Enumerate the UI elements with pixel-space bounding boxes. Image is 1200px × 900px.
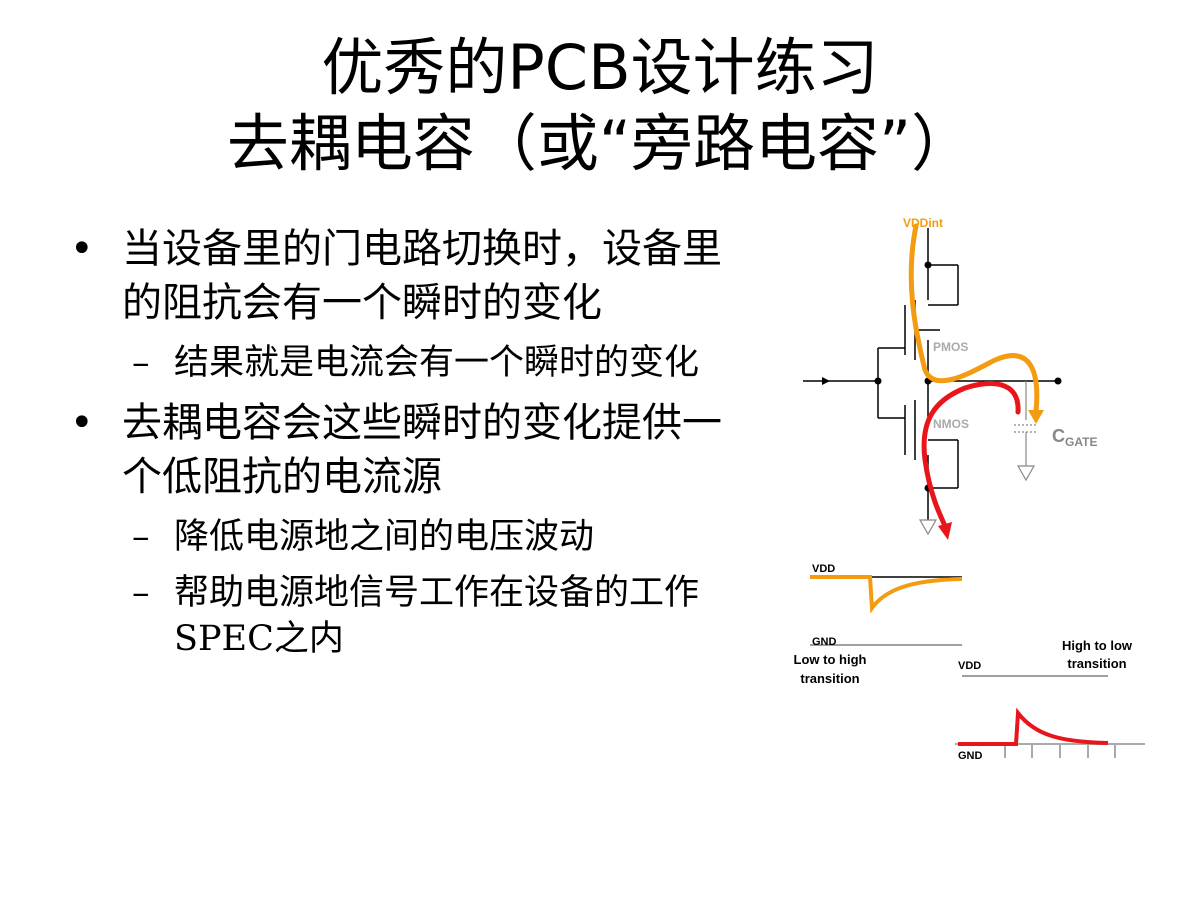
- sub-bullet-symbol: –: [132, 573, 150, 613]
- wave1-caption-line1: Low to high: [794, 652, 867, 667]
- vddint-label: VDDint: [903, 216, 943, 230]
- vdd-droop-curve: [810, 575, 963, 614]
- bullet-symbol: •: [70, 400, 94, 446]
- cmos-decoupling-diagram: VDDint PMOS NMOS C GATE VDD GND Low to h…: [790, 200, 1145, 762]
- charging-current-arrowhead: [1028, 410, 1044, 424]
- circuit-wires: [803, 228, 1058, 520]
- discharge-current-arrowhead: [938, 522, 952, 540]
- bullet-item: • 当设备里的门电路切换时，设备里的阻抗会有一个瞬时的变化: [70, 222, 740, 330]
- sub-bullet-item: – 结果就是电流会有一个瞬时的变化: [70, 340, 740, 386]
- cgate-label: C: [1052, 426, 1065, 446]
- bullet-list: • 当设备里的门电路切换时，设备里的阻抗会有一个瞬时的变化 – 结果就是电流会有…: [70, 222, 740, 672]
- bullet-item: • 去耦电容会这些瞬时的变化提供一个低阻抗的电流源: [70, 396, 740, 504]
- sub-bullet-text: 降低电源地之间的电压波动: [174, 517, 595, 557]
- wave2-caption-line2: transition: [1067, 656, 1126, 671]
- sub-bullet-text: 帮助电源地信号工作在设备的工作SPEC之内: [174, 573, 700, 659]
- circuit-nodes: [822, 261, 1062, 492]
- bullet-text: 去耦电容会这些瞬时的变化提供一个低阻抗的电流源: [122, 400, 722, 500]
- wave1-gnd-label: GND: [812, 636, 837, 648]
- sub-bullet-symbol: –: [132, 517, 150, 557]
- wave2-vdd-label: VDD: [958, 660, 981, 672]
- cgate-subscript: GATE: [1065, 435, 1097, 449]
- ground-symbols: [918, 381, 1038, 536]
- pmos-label: PMOS: [933, 340, 968, 354]
- bullet-text: 当设备里的门电路切换时，设备里的阻抗会有一个瞬时的变化: [122, 226, 722, 326]
- title-line-2: 去耦电容（或“旁路电容”）: [226, 107, 974, 180]
- slide-title: 优秀的PCB设计练习 去耦电容（或“旁路电容”）: [0, 30, 1200, 182]
- charging-current-path: [908, 223, 1040, 415]
- title-line-1: 优秀的PCB设计练习: [321, 31, 879, 104]
- discharge-current-path: [921, 381, 1021, 531]
- sub-bullet-item: – 降低电源地之间的电压波动: [70, 514, 740, 560]
- wave2-gnd-label: GND: [958, 750, 983, 762]
- wave1-vdd-label: VDD: [812, 563, 835, 575]
- nmos-label: NMOS: [933, 417, 969, 431]
- wave2-caption-line1: High to low: [1062, 638, 1133, 653]
- bullet-symbol: •: [70, 226, 94, 272]
- sub-bullet-symbol: –: [132, 343, 150, 383]
- sub-bullet-text: 结果就是电流会有一个瞬时的变化: [174, 343, 700, 383]
- high-to-low-waveform: VDD GND High to low transition: [955, 638, 1145, 762]
- wave1-caption-line2: transition: [800, 671, 859, 686]
- cropped-text-strip: [790, 200, 1020, 214]
- gnd-bounce-curve: [958, 707, 1109, 746]
- low-to-high-waveform: VDD GND Low to high transition: [794, 563, 963, 686]
- sub-bullet-item: – 帮助电源地信号工作在设备的工作SPEC之内: [70, 570, 740, 662]
